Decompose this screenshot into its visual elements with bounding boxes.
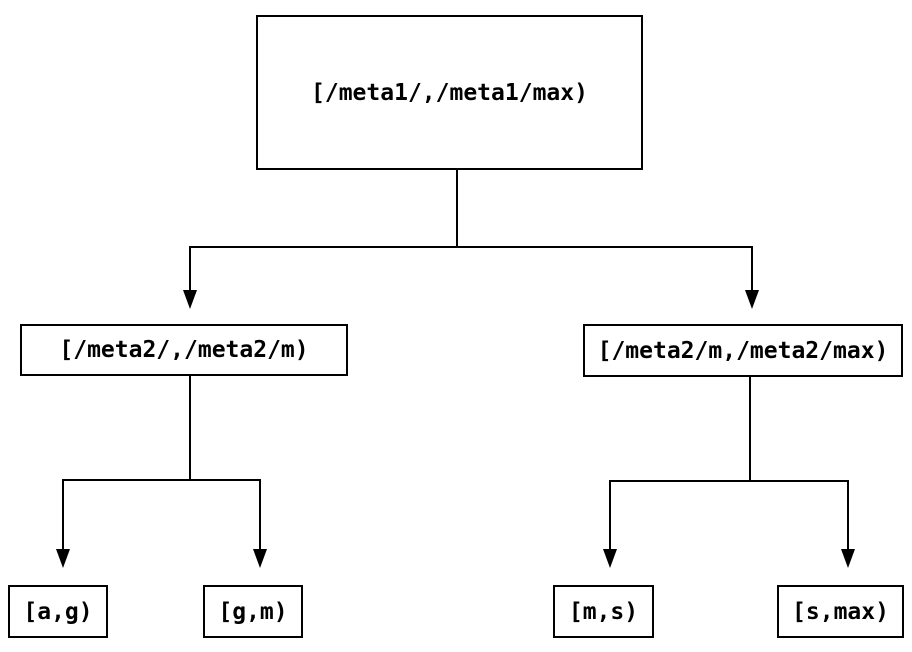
edge-right-child-to-leaf-ms (609, 377, 751, 550)
tree-node-right-child-label: [/meta2/m,/meta2/max) (597, 337, 889, 364)
arrowhead-down-icon (745, 290, 759, 309)
tree-leaf-ag-label: [a,g) (23, 598, 93, 625)
arrowhead-down-icon (841, 549, 855, 568)
edge-left-child-to-leaf-ag (62, 376, 191, 550)
tree-leaf-gm: [g,m) (203, 585, 303, 638)
tree-node-left-child-label: [/meta2/,/meta2/m) (59, 337, 309, 363)
tree-leaf-gm-label: [g,m) (218, 598, 288, 625)
tree-leaf-ms-label: [m,s) (568, 598, 639, 625)
tree-leaf-smax-label: [s,max) (792, 598, 889, 625)
tree-node-root-label: [/meta1/,/meta1/max) (311, 79, 588, 106)
arrowhead-down-icon (253, 549, 267, 568)
tree-leaf-ms: [m,s) (553, 585, 654, 638)
tree-leaf-smax: [s,max) (777, 585, 904, 638)
tree-node-right-child: [/meta2/m,/meta2/max) (583, 324, 903, 377)
tree-node-left-child: [/meta2/,/meta2/m) (20, 324, 348, 376)
arrowhead-down-icon (56, 549, 70, 568)
tree-node-root: [/meta1/,/meta1/max) (256, 15, 643, 170)
arrowhead-down-icon (183, 290, 197, 309)
arrowhead-down-icon (603, 549, 617, 568)
edge-root-to-left-child (189, 170, 458, 291)
edge-right-child-to-leaf-smax (749, 377, 849, 550)
edge-left-child-to-leaf-gm (189, 376, 261, 550)
edge-root-to-right-child (456, 170, 753, 291)
tree-leaf-ag: [a,g) (8, 585, 108, 638)
